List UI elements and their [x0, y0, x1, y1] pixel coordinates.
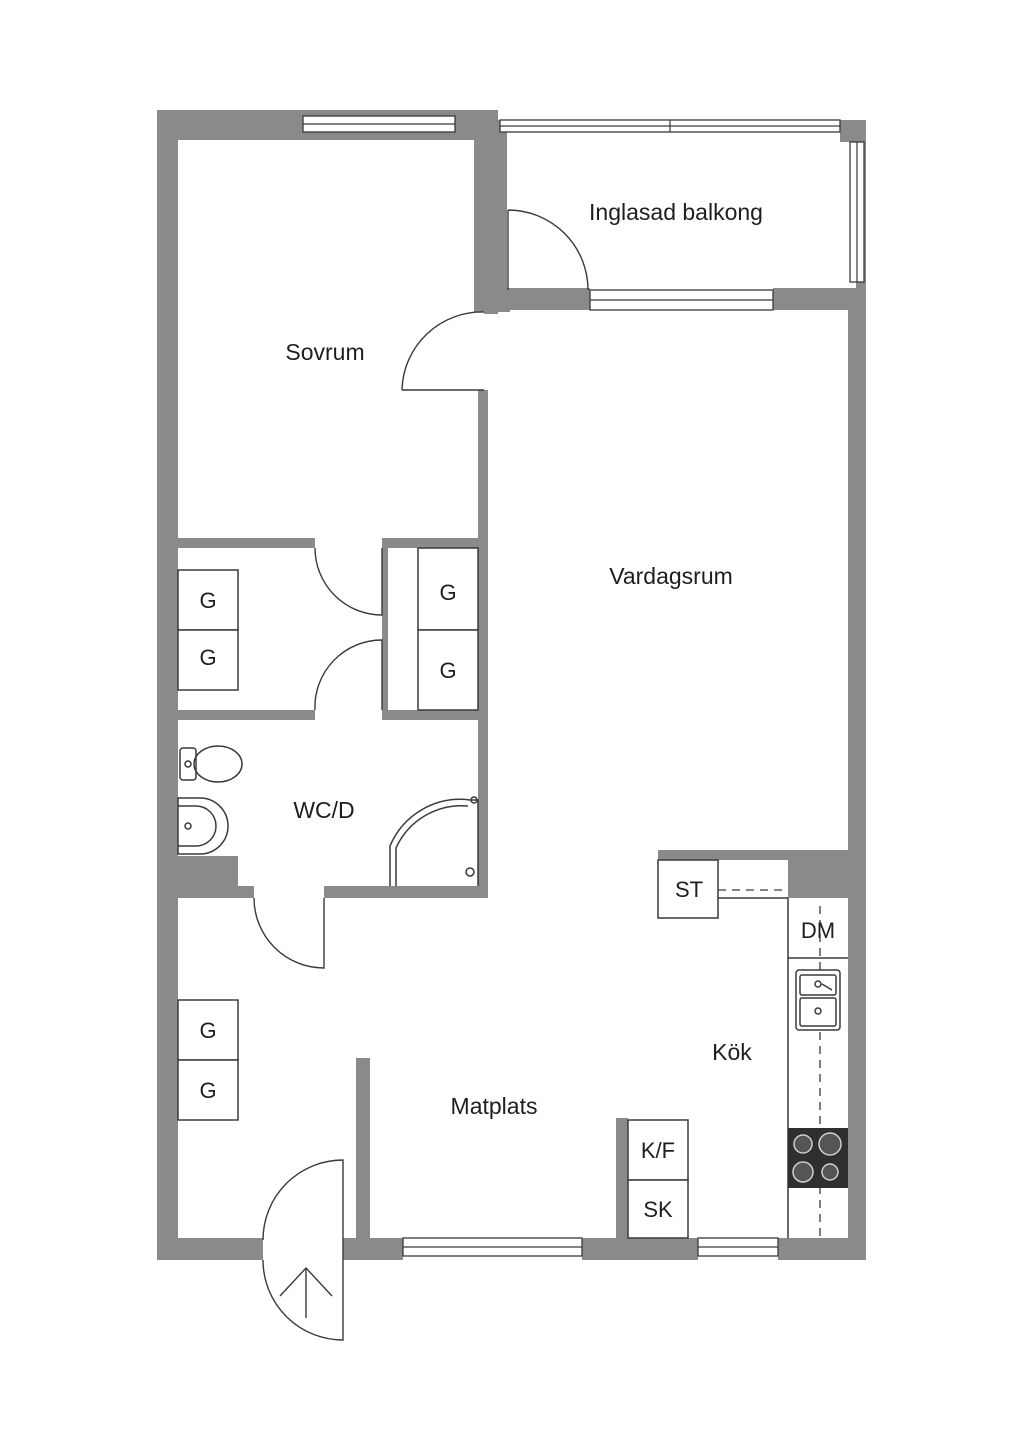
wall-balcony-left [497, 130, 507, 290]
wall-bathroom-bottom-right [324, 886, 488, 898]
room-label-bathroom: WC/D [293, 797, 354, 823]
wardrobe-hall-2 [177, 1059, 239, 1121]
cabinet-label: SK [643, 1197, 673, 1222]
room-label-balcony: Inglasad balkong [589, 199, 763, 225]
wall-outer-right [848, 288, 866, 1260]
wall-kitchen-top [658, 850, 866, 860]
windows [302, 115, 865, 1257]
wall-bedroom-living-top [484, 300, 498, 314]
washbasin-icon [177, 797, 229, 855]
door-closet-top [314, 547, 383, 616]
wall-bedroom-balcony [474, 110, 498, 300]
wardrobe-label: G [199, 588, 216, 613]
room-label-bedroom: Sovrum [285, 339, 364, 365]
toilet-icon [179, 745, 243, 783]
wall-closet-bottom-right [382, 710, 482, 720]
wardrobes [177, 547, 479, 1121]
door-hall [253, 897, 325, 969]
wardrobe-closet-left-1 [177, 569, 239, 631]
wall-bedroom-bottom-right [382, 538, 482, 548]
wardrobe-closet-right-1 [417, 547, 479, 631]
cabinet-box [627, 1179, 689, 1239]
wall-closet-divider [382, 538, 388, 718]
kitchen-sink-icon [795, 969, 841, 1031]
wall-bathroom-bottom-stub [236, 886, 254, 898]
dishwasher-label: DM [801, 918, 835, 943]
wall-dining-partition [356, 1058, 370, 1240]
shower-icon [389, 796, 479, 886]
wardrobe-label: G [199, 645, 216, 670]
wall-kitchen-counter-base [616, 1118, 628, 1240]
storage-box [657, 859, 719, 919]
labels: Inglasad balkong Sovrum Vardagsrum WC/D … [199, 199, 835, 1222]
wardrobe-label: G [199, 1018, 216, 1043]
fridge-freezer-label: K/F [641, 1138, 675, 1163]
wall-outer-left [157, 110, 178, 1260]
wall-kitchen-right-block [788, 850, 866, 898]
walls [157, 110, 866, 1260]
wall-bottom-mid2 [582, 1238, 698, 1260]
door-bedroom [401, 311, 485, 391]
kitchen-fixtures [627, 859, 848, 1239]
door-entrance [262, 1159, 344, 1341]
wall-bottom-left [157, 1238, 263, 1260]
wardrobe-label: G [199, 1078, 216, 1103]
wardrobe-hall-1 [177, 999, 239, 1061]
fridge-freezer-box [627, 1119, 689, 1181]
wall-living-top-left [497, 288, 590, 310]
wall-bottom-right [778, 1238, 866, 1260]
wardrobe-closet-left-2 [177, 629, 239, 691]
room-label-dining: Matplats [451, 1093, 538, 1119]
room-label-kitchen: Kök [712, 1039, 752, 1065]
storage-label: ST [675, 877, 703, 902]
door-balcony [507, 209, 589, 291]
stove-icon [788, 1128, 848, 1188]
wardrobe-label: G [439, 658, 456, 683]
doors [253, 209, 589, 1341]
arrow-up-icon [279, 1266, 333, 1318]
room-label-living: Vardagsrum [609, 563, 733, 589]
wardrobe-label: G [439, 580, 456, 605]
wall-bedroom-bottom-left [178, 538, 315, 548]
wall-living-top-right [773, 288, 866, 310]
door-bathroom [314, 639, 383, 711]
wardrobe-closet-right-2 [417, 629, 479, 711]
wall-bathroom-bottom-left [178, 856, 238, 898]
wall-closet-bottom-left [178, 710, 315, 720]
wall-bedroom-living [478, 390, 488, 890]
wall-bottom-mid [343, 1238, 403, 1260]
